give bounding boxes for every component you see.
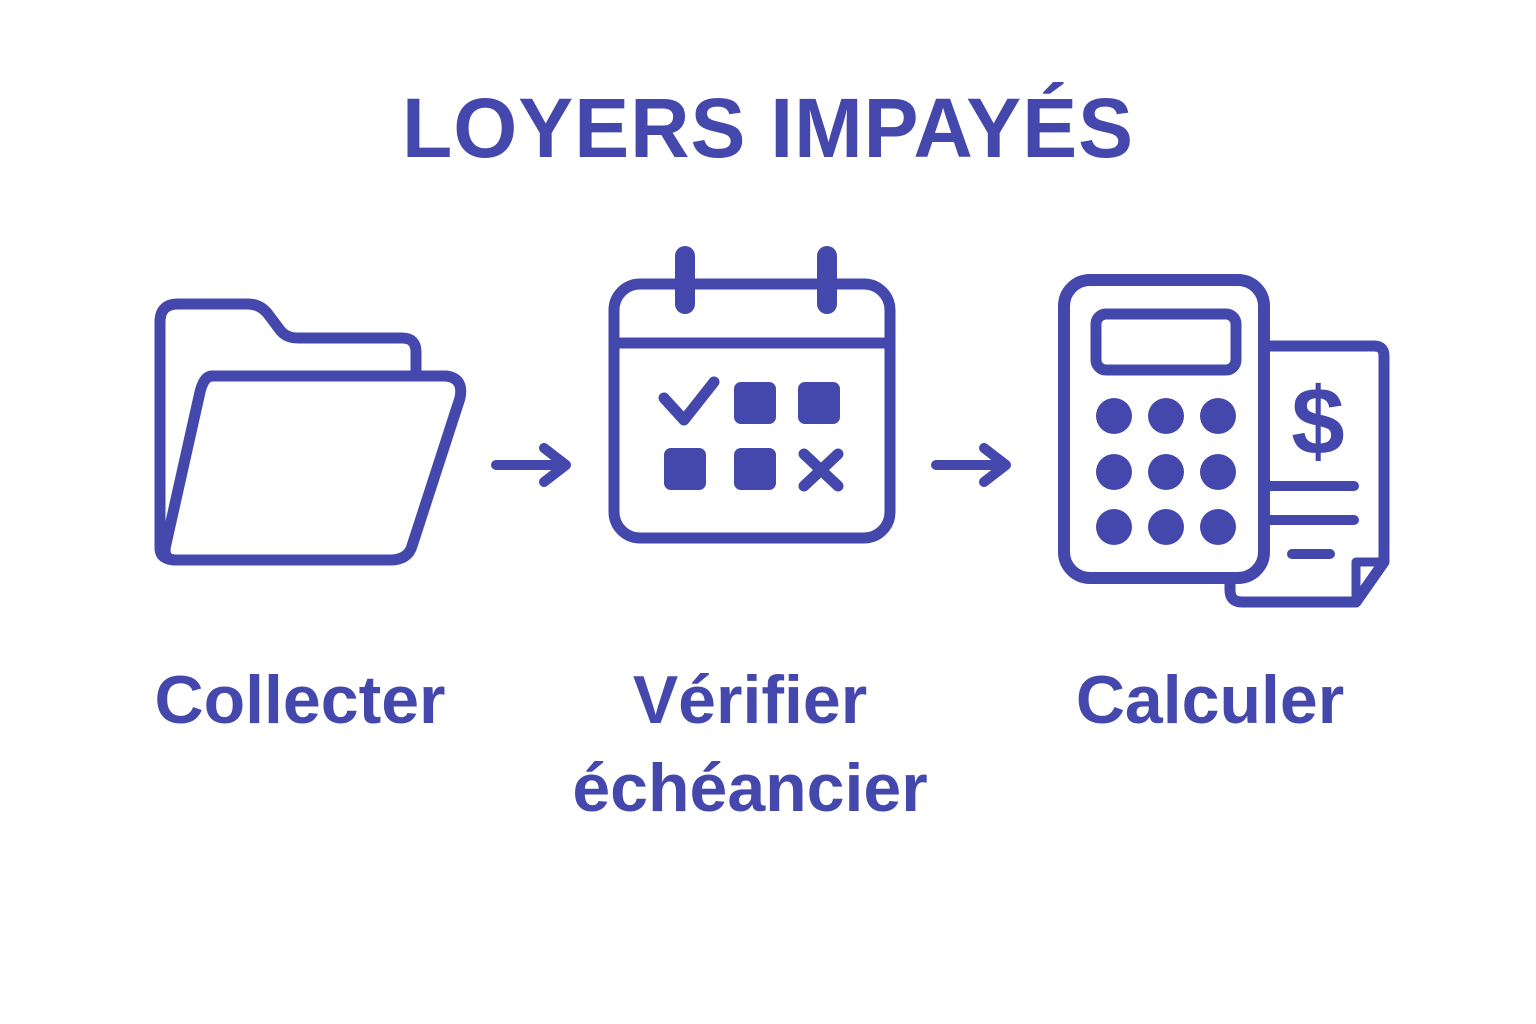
- step-label-line-2: échéancier: [572, 750, 928, 826]
- calendar-icon: [606, 246, 898, 546]
- calculator-invoice-icon: $: [1056, 272, 1396, 612]
- arrow-right-icon: [490, 440, 574, 490]
- arrow-right-icon: [930, 440, 1014, 490]
- step-label-calculer: Calculer: [1075, 662, 1345, 738]
- step-label-line-1: Vérifier: [632, 662, 868, 738]
- page-title: LOYERS IMPAYÉS: [402, 81, 1134, 175]
- dollar-sign-icon: $: [1291, 368, 1344, 475]
- step-label-verifier-echeancier: Vérifier échéancier: [530, 656, 970, 832]
- step-label-collecter: Collecter: [154, 662, 446, 738]
- folder-icon: [150, 296, 470, 568]
